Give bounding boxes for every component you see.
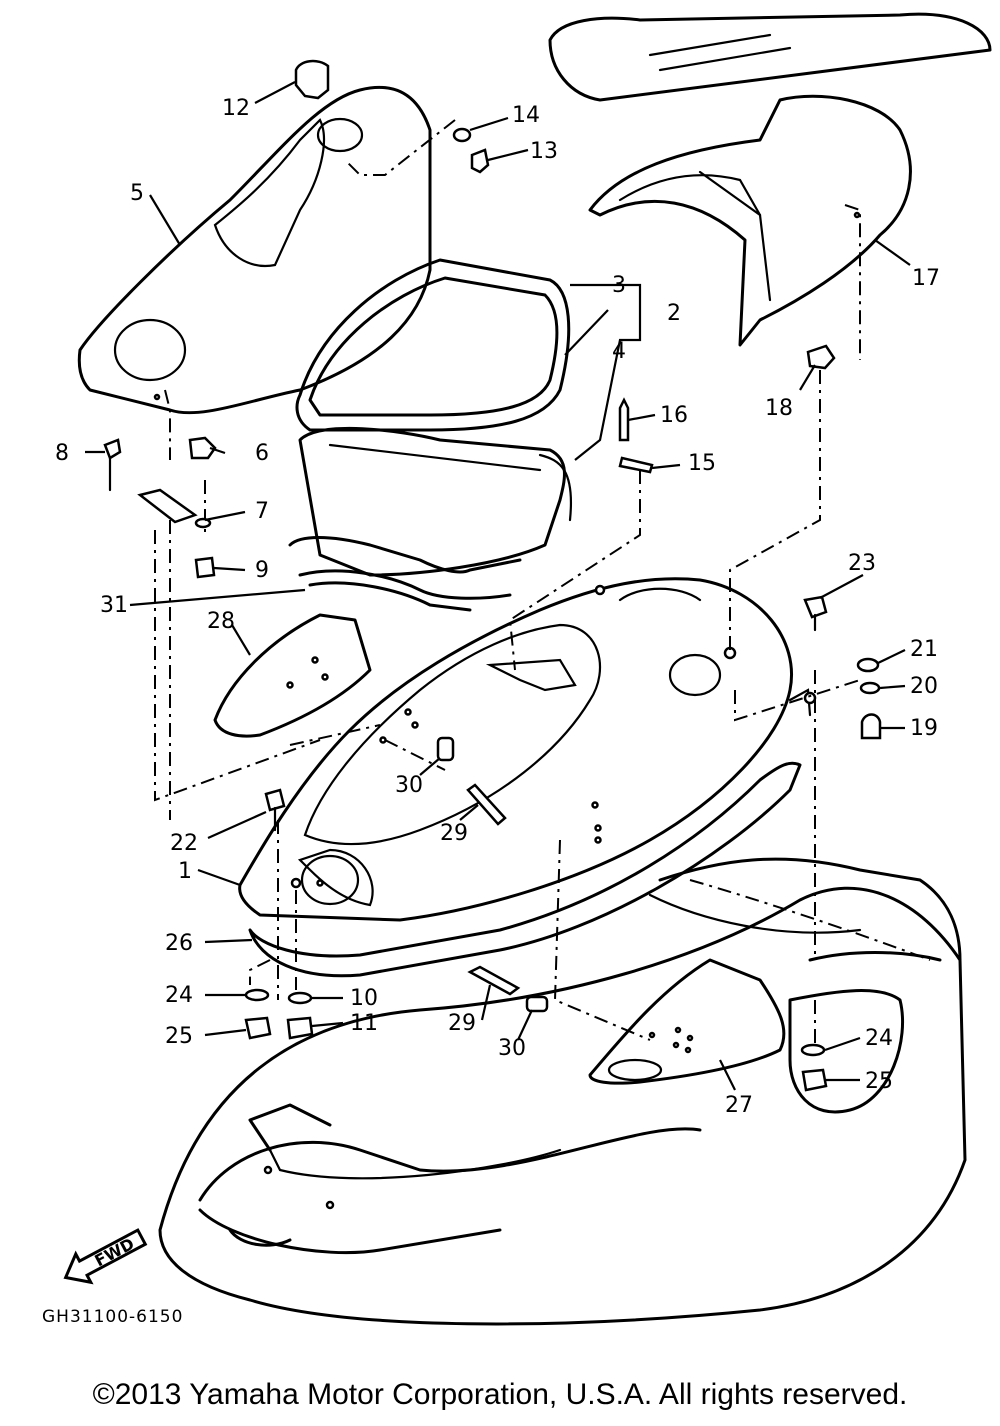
callout-11: 11 bbox=[350, 1011, 378, 1036]
callout-29-upper: 29 bbox=[440, 821, 468, 846]
callout-12: 12 bbox=[222, 96, 250, 121]
hardware bbox=[103, 59, 882, 1092]
callout-1: 1 bbox=[178, 859, 192, 884]
callout-28: 28 bbox=[207, 609, 235, 634]
deck-part-1 bbox=[238, 577, 817, 922]
callout-30-upper: 30 bbox=[395, 773, 423, 798]
callout-18: 18 bbox=[765, 396, 793, 421]
callout-17: 17 bbox=[912, 266, 940, 291]
callout-27: 27 bbox=[725, 1093, 753, 1118]
callout-24-left: 24 bbox=[165, 983, 193, 1008]
callout-9: 9 bbox=[255, 558, 269, 583]
callout-6: 6 bbox=[255, 441, 269, 466]
callout-23: 23 bbox=[848, 551, 876, 576]
callout-31: 31 bbox=[100, 593, 128, 618]
storage-bin-parts-2-3-4-31 bbox=[288, 258, 573, 612]
callout-24-right: 24 bbox=[865, 1026, 893, 1051]
callout-13: 13 bbox=[530, 139, 558, 164]
callout-19: 19 bbox=[910, 716, 938, 741]
hull-outline bbox=[158, 857, 967, 1326]
gunnel-part-26 bbox=[248, 761, 802, 978]
callout-numbers: 12 14 13 5 3 2 4 17 18 16 15 8 6 7 9 31 … bbox=[55, 96, 940, 1118]
callout-2: 2 bbox=[667, 301, 681, 326]
callout-15: 15 bbox=[688, 451, 716, 476]
callout-20: 20 bbox=[910, 674, 938, 699]
callout-16: 16 bbox=[660, 403, 688, 428]
callout-30-lower: 30 bbox=[498, 1036, 526, 1061]
callout-5: 5 bbox=[130, 181, 144, 206]
callout-25-right: 25 bbox=[865, 1069, 893, 1094]
fwd-arrow-icon: FWD bbox=[63, 1228, 148, 1285]
side-panel-part-27 bbox=[588, 958, 786, 1085]
copyright-notice: ©2013 Yamaha Motor Corporation, U.S.A. A… bbox=[92, 1378, 908, 1411]
callout-leaders bbox=[85, 81, 911, 1091]
callout-3: 3 bbox=[612, 273, 626, 298]
callout-26: 26 bbox=[165, 931, 193, 956]
callout-22: 22 bbox=[170, 831, 198, 856]
callout-8: 8 bbox=[55, 441, 69, 466]
side-panel-part-28 bbox=[213, 613, 372, 738]
callout-7: 7 bbox=[255, 499, 269, 524]
callout-4: 4 bbox=[612, 339, 626, 364]
callout-29-lower: 29 bbox=[448, 1011, 476, 1036]
seat-cover-part-17 bbox=[548, 12, 992, 360]
fwd-label: FWD bbox=[91, 1234, 137, 1270]
callout-10: 10 bbox=[350, 986, 378, 1011]
callout-21: 21 bbox=[910, 637, 938, 662]
callout-25-left: 25 bbox=[165, 1024, 193, 1049]
callout-14: 14 bbox=[512, 103, 540, 128]
assembly-lines bbox=[154, 370, 861, 1045]
diagram-part-code: GH31100-6150 bbox=[42, 1307, 184, 1327]
hatch-cover-part-5 bbox=[77, 85, 456, 460]
